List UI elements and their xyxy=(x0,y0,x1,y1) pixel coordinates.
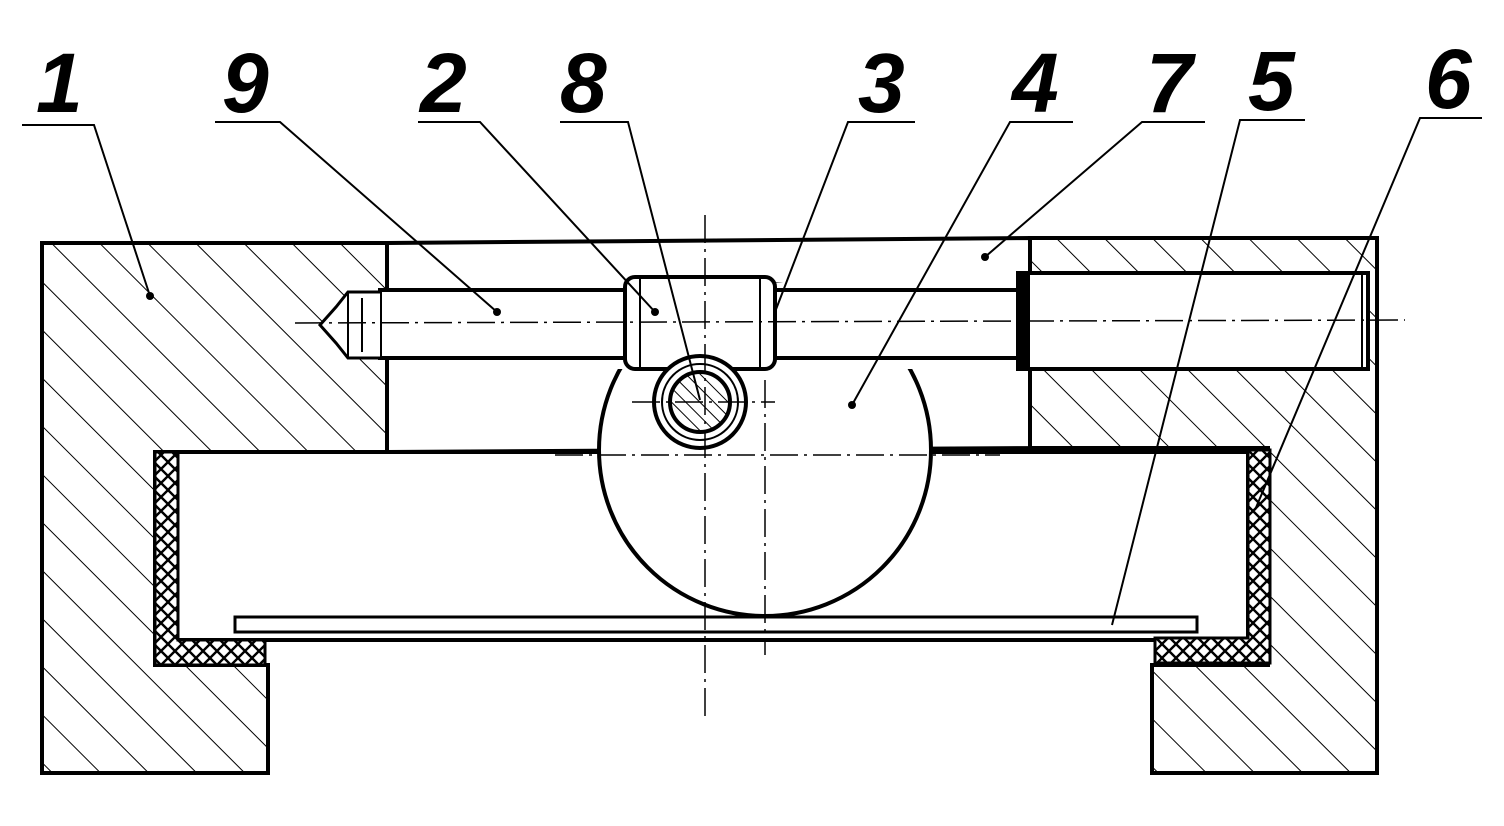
label-2: 2 xyxy=(418,36,467,130)
liner-left xyxy=(153,450,267,667)
label-6: 6 xyxy=(1425,32,1473,126)
label-8: 8 xyxy=(560,36,607,130)
liner-right xyxy=(1153,448,1272,665)
shaft-axis xyxy=(294,319,1406,324)
label-3: 3 xyxy=(858,36,905,130)
bottom-plate xyxy=(233,615,1199,634)
housing-body-right xyxy=(1028,236,1379,775)
label-7: 7 xyxy=(1146,36,1196,130)
label-1: 1 xyxy=(36,36,83,130)
label-4: 4 xyxy=(1010,36,1059,130)
label-5: 5 xyxy=(1248,34,1296,128)
leaders xyxy=(22,117,1482,626)
label-9: 9 xyxy=(222,36,269,130)
